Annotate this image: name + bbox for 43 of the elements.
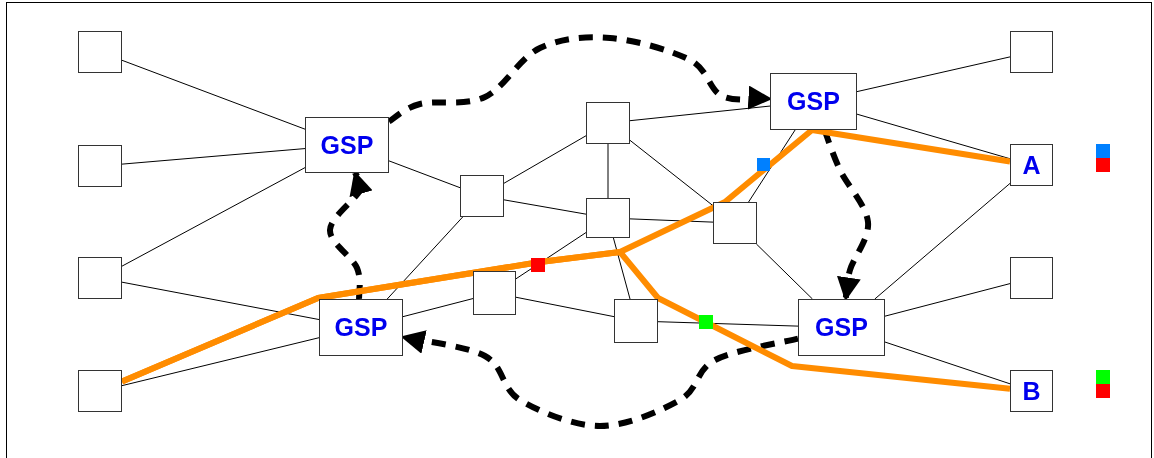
connection-line — [402, 298, 474, 318]
network-node-box — [78, 145, 122, 187]
connection-line — [657, 321, 799, 327]
connection-line — [121, 148, 306, 165]
connection-line — [388, 160, 461, 189]
connection-line — [121, 337, 320, 387]
network-node-box — [614, 299, 658, 343]
network-node-box — [460, 175, 504, 217]
connection-line — [515, 296, 615, 318]
network-node-box — [78, 257, 122, 299]
connection-line — [884, 341, 1011, 385]
network-node-box — [78, 31, 122, 73]
connection-line — [884, 283, 1011, 317]
network-node-box — [1010, 31, 1053, 73]
network-node-box — [586, 198, 630, 238]
network-node-box — [473, 271, 516, 315]
network-node-box — [78, 370, 122, 412]
connection-line — [629, 105, 771, 122]
labeled-node-box: A — [1010, 144, 1053, 186]
connection-line — [386, 216, 464, 300]
labeled-node-box: GSP — [798, 299, 885, 356]
route-line — [120, 249, 1011, 392]
labeled-node-box: GSP — [305, 117, 389, 173]
labeled-node-box: B — [1010, 370, 1053, 412]
labeled-node-box: GSP — [770, 73, 857, 130]
network-node-box — [586, 102, 630, 144]
connection-line — [856, 56, 1011, 93]
connection-line — [503, 135, 587, 184]
connection-line — [629, 218, 714, 223]
connection-line — [503, 199, 587, 215]
connection-line — [121, 281, 320, 321]
connection-line — [121, 59, 306, 130]
connection-line — [515, 232, 587, 280]
connection-line — [629, 139, 714, 207]
network-node-box — [1010, 257, 1053, 299]
connection-line — [755, 243, 813, 300]
network-node-box — [713, 202, 757, 244]
connection-line — [612, 237, 631, 300]
connection-line — [121, 167, 306, 267]
connection-line — [874, 182, 1011, 300]
labeled-node-box: GSP — [319, 299, 403, 356]
connection-line — [607, 143, 609, 199]
connection-line — [856, 113, 1011, 160]
